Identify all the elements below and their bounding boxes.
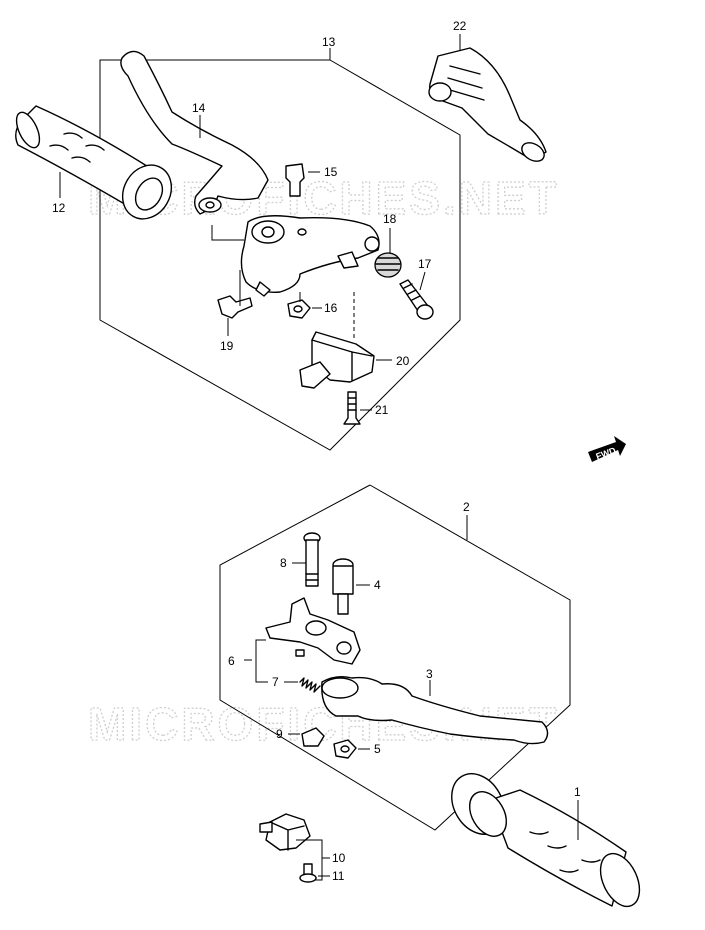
callout-14: 14 xyxy=(192,101,206,115)
throttle-grip-1 xyxy=(451,773,641,908)
callout-9: 9 xyxy=(276,727,283,741)
callout-6: 6 xyxy=(228,654,235,668)
bolt-8 xyxy=(303,532,321,587)
spring-7 xyxy=(299,677,321,693)
nut-9 xyxy=(301,727,325,747)
pivot-collar-4 xyxy=(332,558,354,615)
callout-8: 8 xyxy=(280,556,287,570)
throttle-cable-housing-22 xyxy=(428,47,547,162)
fwd-arrow-icon: FWD xyxy=(588,436,626,462)
callout-11: 11 xyxy=(332,869,345,883)
callout-7: 7 xyxy=(272,675,279,689)
adjuster-bolt-17 xyxy=(399,279,434,320)
bolt-15 xyxy=(285,163,305,197)
callout-22: 22 xyxy=(453,19,467,33)
clutch-switch-20 xyxy=(299,331,375,389)
callout-1: 1 xyxy=(574,785,581,799)
callout-3: 3 xyxy=(426,667,433,681)
callout-19: 19 xyxy=(220,339,234,353)
callout-4: 4 xyxy=(374,578,381,592)
callout-18: 18 xyxy=(383,212,397,226)
callout-15: 15 xyxy=(324,165,338,179)
lever-bracket-6 xyxy=(265,597,361,665)
assembly-outline-13 xyxy=(99,59,461,451)
nut-16 xyxy=(287,299,311,319)
callout-21: 21 xyxy=(375,403,389,417)
callout-17: 17 xyxy=(418,257,432,271)
grip-left xyxy=(15,105,173,220)
callout-12: 12 xyxy=(52,201,66,215)
clutch-lever-upper xyxy=(120,50,269,215)
callout-16: 16 xyxy=(324,301,338,315)
callout-10: 10 xyxy=(332,851,346,865)
callout-2: 2 xyxy=(463,500,470,514)
brake-switch-10 xyxy=(259,813,311,851)
clutch-holder xyxy=(240,215,380,297)
callout-13: 13 xyxy=(322,35,336,49)
adjuster-knob-18 xyxy=(374,252,402,278)
callout-20: 20 xyxy=(396,354,410,368)
screw-19 xyxy=(217,295,253,319)
screw-11 xyxy=(299,863,317,883)
nut-5 xyxy=(333,739,357,759)
fwd-label: FWD xyxy=(595,445,618,462)
screw-21 xyxy=(343,391,361,425)
callout-5: 5 xyxy=(374,742,381,756)
assembly-outline-2 xyxy=(219,484,571,831)
lever-3 xyxy=(321,675,549,745)
